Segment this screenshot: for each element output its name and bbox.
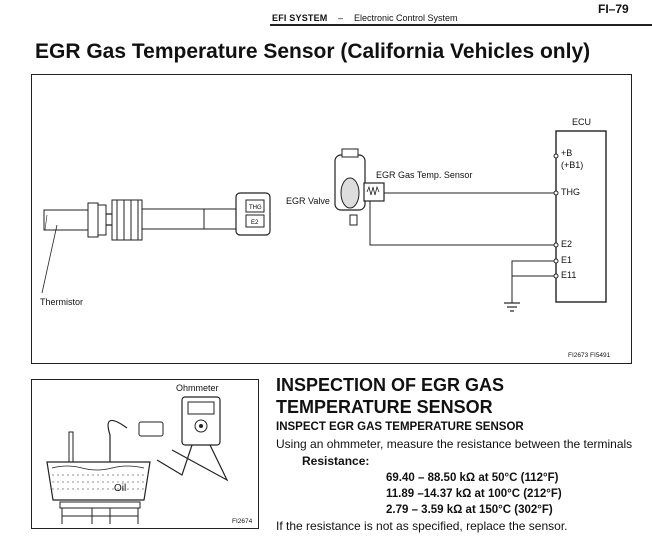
- pin-e1-label: E1: [561, 255, 573, 265]
- pin-thg-label: THG: [561, 187, 580, 197]
- resistance-label: Resistance:: [302, 454, 370, 468]
- oil-pan: [46, 461, 151, 501]
- diagram-fig-codes: FI2673 FI5491: [568, 352, 611, 359]
- inspection-title-line1: INSPECTION OF EGR GAS: [276, 375, 505, 395]
- wiring-diagram: THG E2 ECU +B (+B1) THG E2 E1 E11 EGR Ga…: [31, 74, 632, 364]
- wire-e1: [511, 260, 554, 277]
- wire-e2: [369, 197, 554, 246]
- connector-thg-label: THG: [249, 205, 262, 211]
- replacement-note: If the resistance is not as specified, r…: [276, 519, 568, 533]
- inspection-subtitle: INSPECT EGR GAS TEMPERATURE SENSOR: [276, 421, 524, 433]
- pin-b-label: +B: [561, 148, 573, 158]
- pin-b1-label: (+B1): [561, 160, 584, 170]
- inspection-figure-drawing: [46, 396, 229, 524]
- pin-e2-dot: [553, 242, 559, 248]
- pin-e2-label: E2: [561, 239, 573, 249]
- sensor-connector: [203, 192, 271, 236]
- page-number: FI–79: [598, 2, 629, 16]
- inspection-instruction: Using an ohmmeter, measure the resistanc…: [276, 437, 633, 451]
- ohmmeter-label: Ohmmeter: [176, 383, 219, 393]
- burner: [59, 501, 141, 524]
- ground-symbol: [504, 302, 520, 312]
- resistance-value: 2.79 – 3.59 kΩ at 150°C (302°F): [386, 504, 553, 516]
- thermistor-label: Thermistor: [40, 297, 84, 307]
- header-subsection: Electronic Control System: [354, 13, 458, 23]
- ecu-box: [555, 130, 607, 303]
- sensor-label: EGR Gas Temp. Sensor: [376, 170, 473, 180]
- pin-thg-dot: [553, 190, 559, 196]
- oil-label: Oil: [114, 483, 127, 494]
- resistance-value: 69.40 – 88.50 kΩ at 50°C (112°F): [386, 472, 559, 484]
- inspection-title-line2: TEMPERATURE SENSOR: [276, 397, 493, 417]
- resistance-value: 11.89 –14.37 kΩ at 100°C (212°F): [386, 488, 562, 500]
- inspection-title: INSPECTION OF EGR GAS TEMPERATURE SENSOR: [276, 374, 504, 418]
- valve-label: EGR Valve: [286, 196, 330, 206]
- pin-e11-dot: [553, 273, 559, 279]
- inspection-fig-code: FI2674: [232, 518, 253, 525]
- probe-lead-2: [171, 444, 229, 482]
- header-rule: [270, 24, 652, 26]
- header-section: EFI SYSTEM: [272, 13, 328, 23]
- pin-e1-dot: [553, 258, 559, 264]
- pin-e11-label: E11: [561, 270, 577, 280]
- egr-valve-sensor: [334, 148, 385, 226]
- header-dash: –: [338, 13, 344, 23]
- ecu-label: ECU: [572, 117, 592, 127]
- connector-e2-label: E2: [251, 220, 259, 226]
- wiring-diagram-drawing: THG E2: [41, 130, 607, 312]
- inspection-figure: Ohmmeter Oil FI2674: [31, 379, 259, 529]
- page-title: EGR Gas Temperature Sensor (California V…: [35, 40, 591, 63]
- probe-lead-1: [156, 444, 193, 476]
- ohmmeter-device: [181, 396, 221, 446]
- pin-b-dot: [553, 153, 559, 159]
